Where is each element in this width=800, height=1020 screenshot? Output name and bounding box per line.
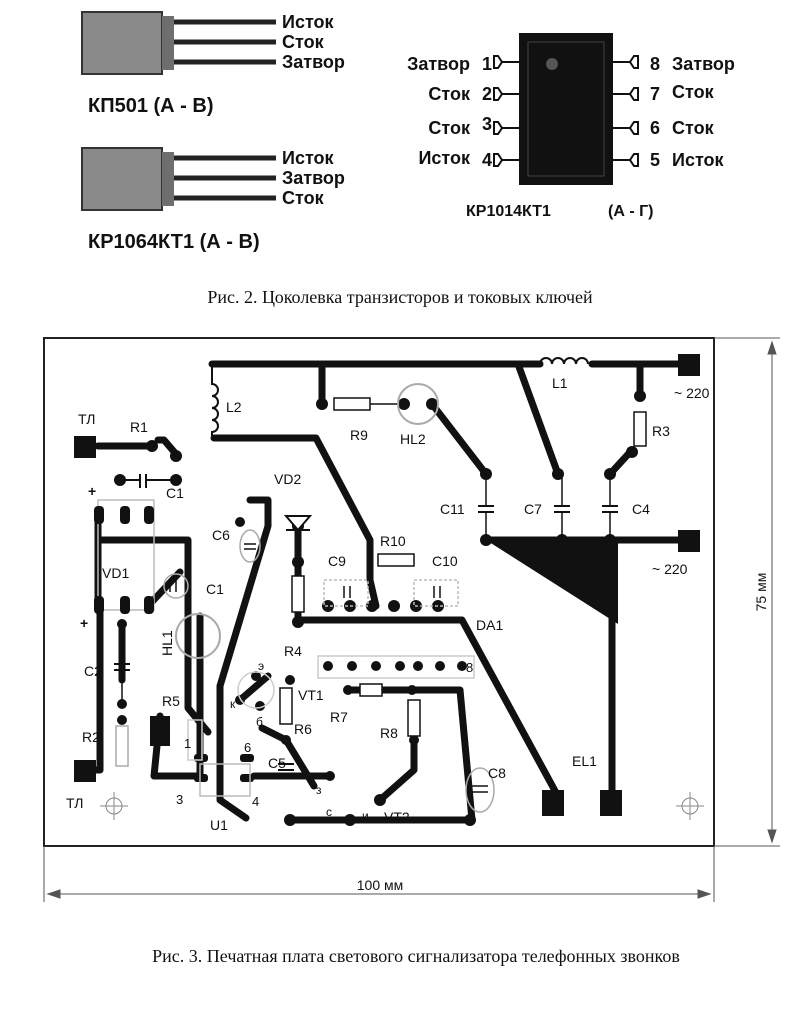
label-r10: R10 (380, 533, 406, 549)
kr1014-pin-5-name: Исток (672, 150, 725, 170)
pin-label-i: и (362, 809, 369, 823)
pcb-labels: ТЛ R1 C1 + VD1 + C1 HL1 C2 R5 R2 ТЛ L2 R… (66, 375, 710, 833)
kr1064-pin-2-label: Затвор (282, 168, 345, 188)
da1-pin-8: 8 (466, 660, 473, 675)
kr1014-pin-8-num: 8 (650, 54, 660, 74)
kr1014-pin-3-num: 3 (482, 114, 492, 134)
r5-pad (150, 716, 170, 746)
ac-copper-pour (486, 540, 618, 624)
kr1014-pin-4-num: 4 (482, 150, 492, 170)
kr1014-pin-6-name: Сток (672, 118, 715, 138)
label-el1: EL1 (572, 753, 597, 769)
kr1014-pin-7-name: Сток (672, 82, 715, 102)
kr1014-pin-4-name: Исток (418, 148, 471, 168)
kp501-pin-3-label: Затвор (282, 52, 345, 72)
label-r6: R6 (294, 721, 312, 737)
components (98, 357, 647, 813)
kr1014-pin-2-name: Сток (428, 84, 471, 104)
kr1064-pin-3-label: Сток (282, 188, 325, 208)
label-c5: C5 (268, 755, 286, 771)
kr1064-package (81, 147, 276, 211)
label-vt1: VT1 (298, 687, 324, 703)
kr1014-variant: (А - Г) (608, 203, 654, 220)
u1-pin-1: 1 (184, 736, 191, 751)
pin-label-b: б (256, 715, 263, 729)
label-plus-bottom: + (80, 615, 88, 631)
label-r4: R4 (284, 643, 302, 659)
label-c6: C6 (212, 527, 230, 543)
kr1014-pin-3-name: Сток (428, 118, 471, 138)
label-r8: R8 (380, 725, 398, 741)
label-hl2: HL2 (400, 431, 426, 447)
label-plus-top: + (88, 483, 96, 499)
label-c11: C11 (440, 501, 465, 517)
kp501-pin-1-label: Исток (282, 12, 335, 32)
label-vd2: VD2 (274, 471, 301, 487)
label-c4: C4 (632, 501, 650, 517)
kr1014-name: КР1014КТ1 (466, 203, 551, 220)
label-r3: R3 (652, 423, 670, 439)
fig3-caption: Рис. 3. Печатная плата светового сигнали… (152, 946, 680, 966)
u1-pin-6: 6 (244, 740, 251, 755)
kp501-package (81, 11, 276, 75)
label-c8: C8 (488, 765, 506, 781)
label-c1-top: C1 (166, 485, 184, 501)
kp501-pin-2-label: Сток (282, 32, 325, 52)
label-c7: C7 (524, 501, 542, 517)
label-l1: L1 (552, 375, 568, 391)
kr1014-pin-1-num: 1 (482, 54, 492, 74)
vd1-pad-block (94, 499, 155, 614)
dim-width-label: 100 мм (357, 877, 404, 893)
label-tl-top: ТЛ (78, 411, 95, 427)
kp501-name: КП501 (А - В) (88, 95, 214, 117)
terminal-pads (74, 354, 700, 816)
kr1014-pin-2-num: 2 (482, 84, 492, 104)
label-r2: R2 (82, 729, 100, 745)
dim-height-label: 75 мм (753, 573, 769, 612)
label-c9: C9 (328, 553, 346, 569)
mounting-marks (100, 792, 704, 820)
label-c2: C2 (84, 663, 102, 679)
label-c1-mid: C1 (206, 581, 224, 597)
kr1064-pin-1-label: Исток (282, 148, 335, 168)
label-vd1: VD1 (102, 565, 129, 581)
label-c10: C10 (432, 553, 458, 569)
kr1014-pin-7-num: 7 (650, 84, 660, 104)
kr1014-package (493, 33, 639, 185)
label-ac-bottom: ~ 220 (652, 561, 688, 577)
pin-label-e: э (258, 659, 264, 673)
label-r9: R9 (350, 427, 368, 443)
kr1064-name: КР1064КТ1 (А - В) (88, 231, 260, 253)
label-r7: R7 (330, 709, 348, 725)
label-da1: DA1 (476, 617, 503, 633)
pin-label-z: з (316, 783, 322, 797)
fig2-caption: Рис. 2. Цоколевка транзисторов и токовых… (207, 287, 593, 307)
label-l2: L2 (226, 399, 242, 415)
kr1014-pin-6-num: 6 (650, 118, 660, 138)
dimension-lines (43, 337, 780, 902)
label-vt2: VT2 (384, 809, 410, 825)
label-r5: R5 (162, 693, 180, 709)
pin-label-k: к (230, 697, 236, 711)
kr1014-pin-1-name: Затвор (407, 54, 470, 74)
kr1014-pin-8-name: Затвор (672, 54, 735, 74)
u1-pin-4: 4 (252, 794, 259, 809)
label-hl1: HL1 (159, 630, 175, 656)
pin-label-s: с (326, 805, 332, 819)
kr1014-pin-5-num: 5 (650, 150, 660, 170)
label-u1: U1 (210, 817, 228, 833)
label-ac-top: ~ 220 (674, 385, 710, 401)
u1-pin-3: 3 (176, 792, 183, 807)
label-r1: R1 (130, 419, 148, 435)
label-tl-bottom: ТЛ (66, 795, 83, 811)
